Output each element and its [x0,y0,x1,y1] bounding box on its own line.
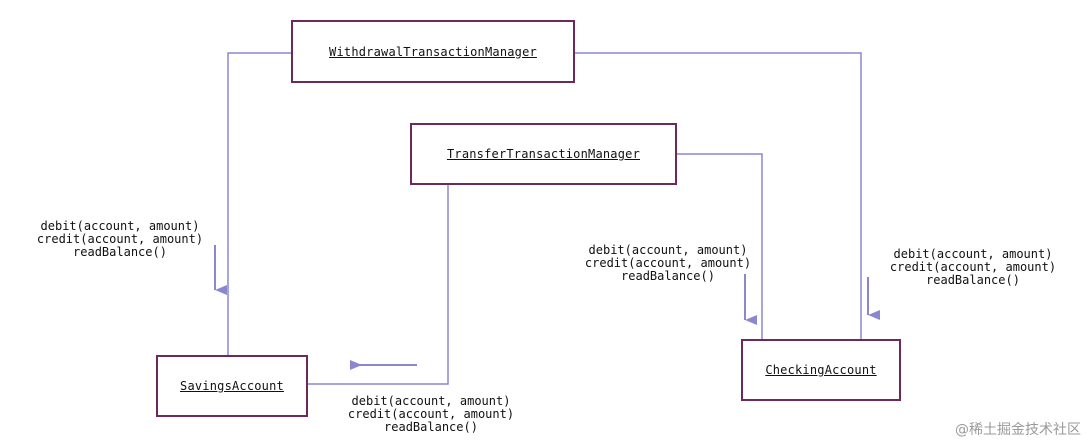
checking-account-label: CheckingAccount [765,363,877,377]
message-line: readBalance() [384,420,478,434]
link-withdrawal-checking [573,52,862,340]
message-line: debit(account, amount) [351,394,511,408]
connection-lines [227,52,862,385]
message-line: credit(account, amount) [347,407,515,421]
message-line: credit(account, amount) [889,260,1057,274]
link-transfer-checking [676,153,763,340]
link-transfer-savings [308,184,449,385]
watermark-text: @稀土掘金技术社区 [955,422,1081,438]
link-withdrawal-savings [227,52,292,356]
checking-account-box: CheckingAccount [741,339,901,401]
savings-account-label: SavingsAccount [180,379,284,393]
message-withdrawal-to-checking: debit(account, amount) credit(account, a… [858,248,1088,287]
message-arrows [214,245,880,370]
message-line: credit(account, amount) [36,232,204,246]
message-line: readBalance() [926,273,1020,287]
message-line: readBalance() [621,269,715,283]
savings-account-box: SavingsAccount [156,355,308,417]
message-line: debit(account, amount) [40,219,200,233]
withdrawal-transaction-manager-box: WithdrawalTransactionManager [291,20,575,83]
message-transfer-to-savings: debit(account, amount) credit(account, a… [316,395,546,434]
withdrawal-transaction-manager-label: WithdrawalTransactionManager [329,44,537,59]
message-withdrawal-to-savings: debit(account, amount) credit(account, a… [6,220,234,259]
message-line: credit(account, amount) [584,256,752,270]
transfer-transaction-manager-box: TransferTransactionManager [410,123,677,185]
message-line: debit(account, amount) [893,247,1053,261]
message-line: readBalance() [73,245,167,259]
message-transfer-to-checking: debit(account, amount) credit(account, a… [552,244,784,283]
transfer-transaction-manager-label: TransferTransactionManager [446,147,641,161]
message-line: debit(account, amount) [588,243,748,257]
arrow-transfer-to-savings-head [350,360,362,370]
